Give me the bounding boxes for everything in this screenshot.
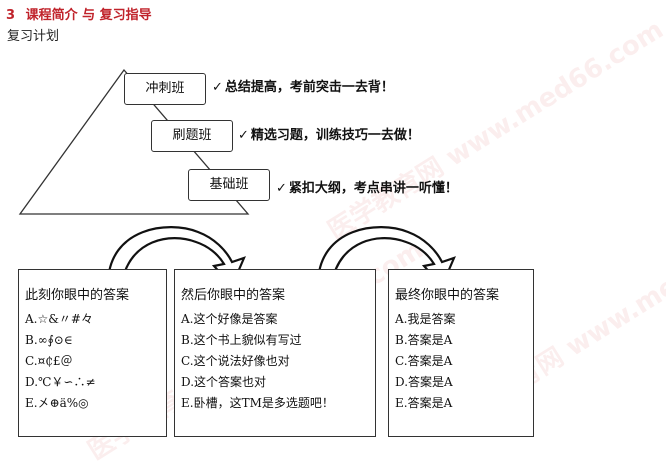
answer-line: A.我是答案 xyxy=(395,312,456,326)
answer-panel-final: 最终你眼中的答案 A.我是答案 B.答案是A C.答案是A D.答案是A E.答… xyxy=(388,269,534,437)
panel-title: 然后你眼中的答案 xyxy=(181,288,286,303)
answer-line: C.这个说法好像也对 xyxy=(181,354,290,368)
panel-title: 此刻你眼中的答案 xyxy=(25,288,130,303)
check-icon: ✓ xyxy=(238,128,249,143)
answer-line: C.¤₵£＠ xyxy=(25,354,73,368)
answer-line: D.这个答案也对 xyxy=(181,375,267,389)
answer-line: E.卧槽，这TM是多选题吧！ xyxy=(181,396,334,410)
answer-line: D.答案是A xyxy=(395,375,453,389)
answer-line: E.㐅⊕ä%◎ xyxy=(25,396,89,410)
check-icon: ✓ xyxy=(276,181,287,196)
check-icon: ✓ xyxy=(212,80,223,95)
answer-line: B.答案是A xyxy=(395,333,453,347)
level-box-basic: 基础班 xyxy=(188,169,270,201)
answer-panel-now: 此刻你眼中的答案 A.☆&〃#々 B.∞∮⊙∈ C.¤₵£＠ D.℃￥∽∴≠ E… xyxy=(18,269,167,437)
section-number: 3 xyxy=(6,8,16,23)
answer-line: D.℃￥∽∴≠ xyxy=(25,375,96,389)
answer-line: A.☆&〃#々 xyxy=(25,312,93,326)
answer-line: B.∞∮⊙∈ xyxy=(25,333,73,347)
section-title: 课程简介 与 复习指导 xyxy=(25,8,152,23)
answer-line: A.这个好像是答案 xyxy=(181,312,278,326)
level-box-sprint: 冲刺班 xyxy=(124,73,206,105)
level-note-basic: ✓紧扣大纲，考点串讲一听懂！ xyxy=(276,181,458,196)
answer-line: B.这个书上貌似有写过 xyxy=(181,333,302,347)
level-note-sprint: ✓总结提高，考前突击一去背！ xyxy=(212,80,394,95)
section-subtitle: 复习计划 xyxy=(7,29,60,44)
answer-panel-then: 然后你眼中的答案 A.这个好像是答案 B.这个书上貌似有写过 C.这个说法好像也… xyxy=(174,269,376,437)
panel-title: 最终你眼中的答案 xyxy=(395,288,500,303)
answer-line: C.答案是A xyxy=(395,354,453,368)
answer-line: E.答案是A xyxy=(395,396,453,410)
level-note-practice: ✓精选习题，训练技巧一去做！ xyxy=(238,128,420,143)
level-box-practice: 刷题班 xyxy=(151,120,233,152)
section-header: 3 课程简介 与 复习指导 xyxy=(6,4,158,23)
